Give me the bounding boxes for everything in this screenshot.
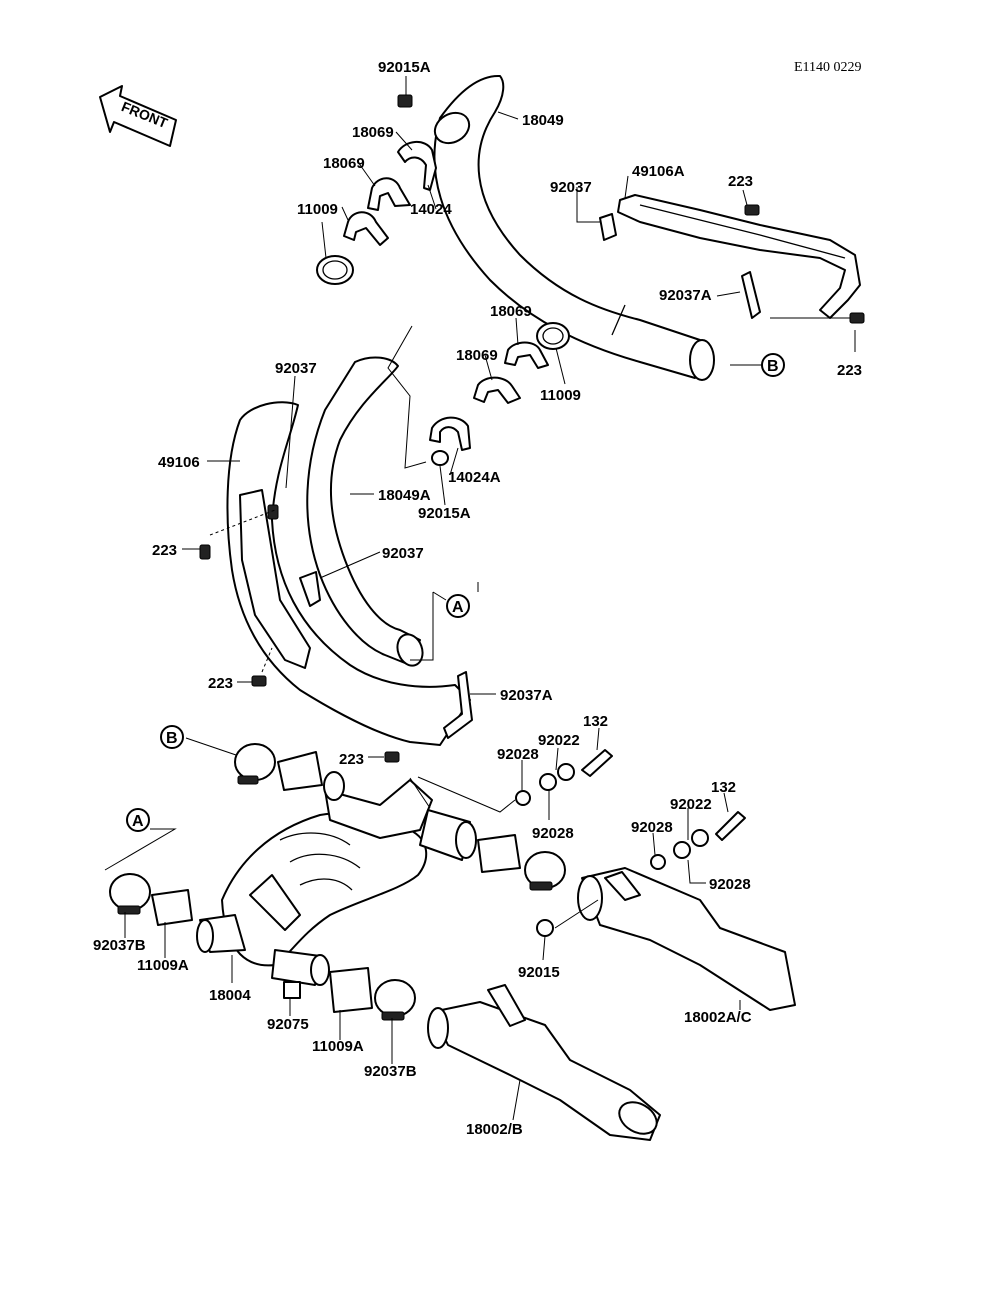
front-arrow-icon: FRONT xyxy=(99,85,177,147)
part-label: 18049A xyxy=(378,487,431,504)
lower-clamps xyxy=(109,743,566,1021)
part-label: 49106 xyxy=(158,454,200,471)
part-label: 11009 xyxy=(540,387,581,404)
silencer-18002B xyxy=(427,984,661,1141)
part-label: 11009A xyxy=(137,957,189,974)
ref-circle-b-upper: B xyxy=(730,353,785,377)
part-label: 49106A xyxy=(632,163,685,180)
part-label: 18002A/C xyxy=(684,1009,752,1026)
header-pipe-18049 xyxy=(433,74,715,381)
part-label: 18069 xyxy=(352,124,394,141)
ref-circle-a-upper: A xyxy=(446,594,470,618)
ref-circle-a-lower: A xyxy=(126,808,150,832)
part-label: 92037B xyxy=(93,937,146,954)
upper-clamp-set xyxy=(316,94,437,285)
header-pipe-18049A xyxy=(306,356,424,667)
svg-text:B: B xyxy=(166,730,178,747)
part-label: 92015A xyxy=(378,59,431,76)
muffler-18004 xyxy=(196,771,477,986)
part-label: 18002/B xyxy=(466,1121,523,1138)
part-label: 132 xyxy=(583,713,608,730)
part-label: 11009 xyxy=(297,201,338,218)
part-label: 14024 xyxy=(410,201,452,218)
part-label: 11009A xyxy=(312,1038,364,1055)
svg-text:A: A xyxy=(132,813,144,830)
part-label: 18069 xyxy=(490,303,532,320)
part-label: 18049 xyxy=(522,112,564,129)
part-label: 132 xyxy=(711,779,736,796)
part-label: 18004 xyxy=(209,987,251,1004)
part-label: 92022 xyxy=(670,796,712,813)
part-label: 18069 xyxy=(456,347,498,364)
part-label: 92037B xyxy=(364,1063,417,1080)
part-label: 92022 xyxy=(538,732,580,749)
part-label: 92028 xyxy=(631,819,673,836)
mid-clamp-set xyxy=(429,322,570,466)
part-label: 92028 xyxy=(709,876,751,893)
diagram-code: E1140 0229 xyxy=(794,60,862,75)
part-label: 92037 xyxy=(382,545,424,562)
part-label: 92075 xyxy=(267,1016,309,1033)
fasteners-right xyxy=(384,749,746,937)
part-label: 223 xyxy=(208,675,233,692)
part-label: 92037A xyxy=(500,687,553,704)
part-label: 92037A xyxy=(659,287,712,304)
part-label: 92015 xyxy=(518,964,560,981)
ref-circle-b-lower: B xyxy=(160,725,184,749)
part-label: 223 xyxy=(339,751,364,768)
part-label: 223 xyxy=(152,542,177,559)
part-label: 92028 xyxy=(532,825,574,842)
part-label: 18069 xyxy=(323,155,365,172)
part-label: 92015A xyxy=(418,505,471,522)
part-label: 92037 xyxy=(275,360,317,377)
heat-shield-49106 xyxy=(199,401,473,746)
part-label: 14024A xyxy=(448,469,501,486)
silencer-18002AC xyxy=(577,867,796,1011)
svg-text:B: B xyxy=(767,358,779,375)
leader-lines xyxy=(104,76,856,1121)
part-label: 223 xyxy=(837,362,862,379)
part-label: 92028 xyxy=(497,746,539,763)
part-label: 223 xyxy=(728,173,753,190)
heat-shield-49106A xyxy=(599,194,865,324)
part-label: 92037 xyxy=(550,179,592,196)
part-labels: 92015A 18069 18069 11009 14024 18049 920… xyxy=(93,59,862,1138)
svg-text:A: A xyxy=(452,599,464,616)
